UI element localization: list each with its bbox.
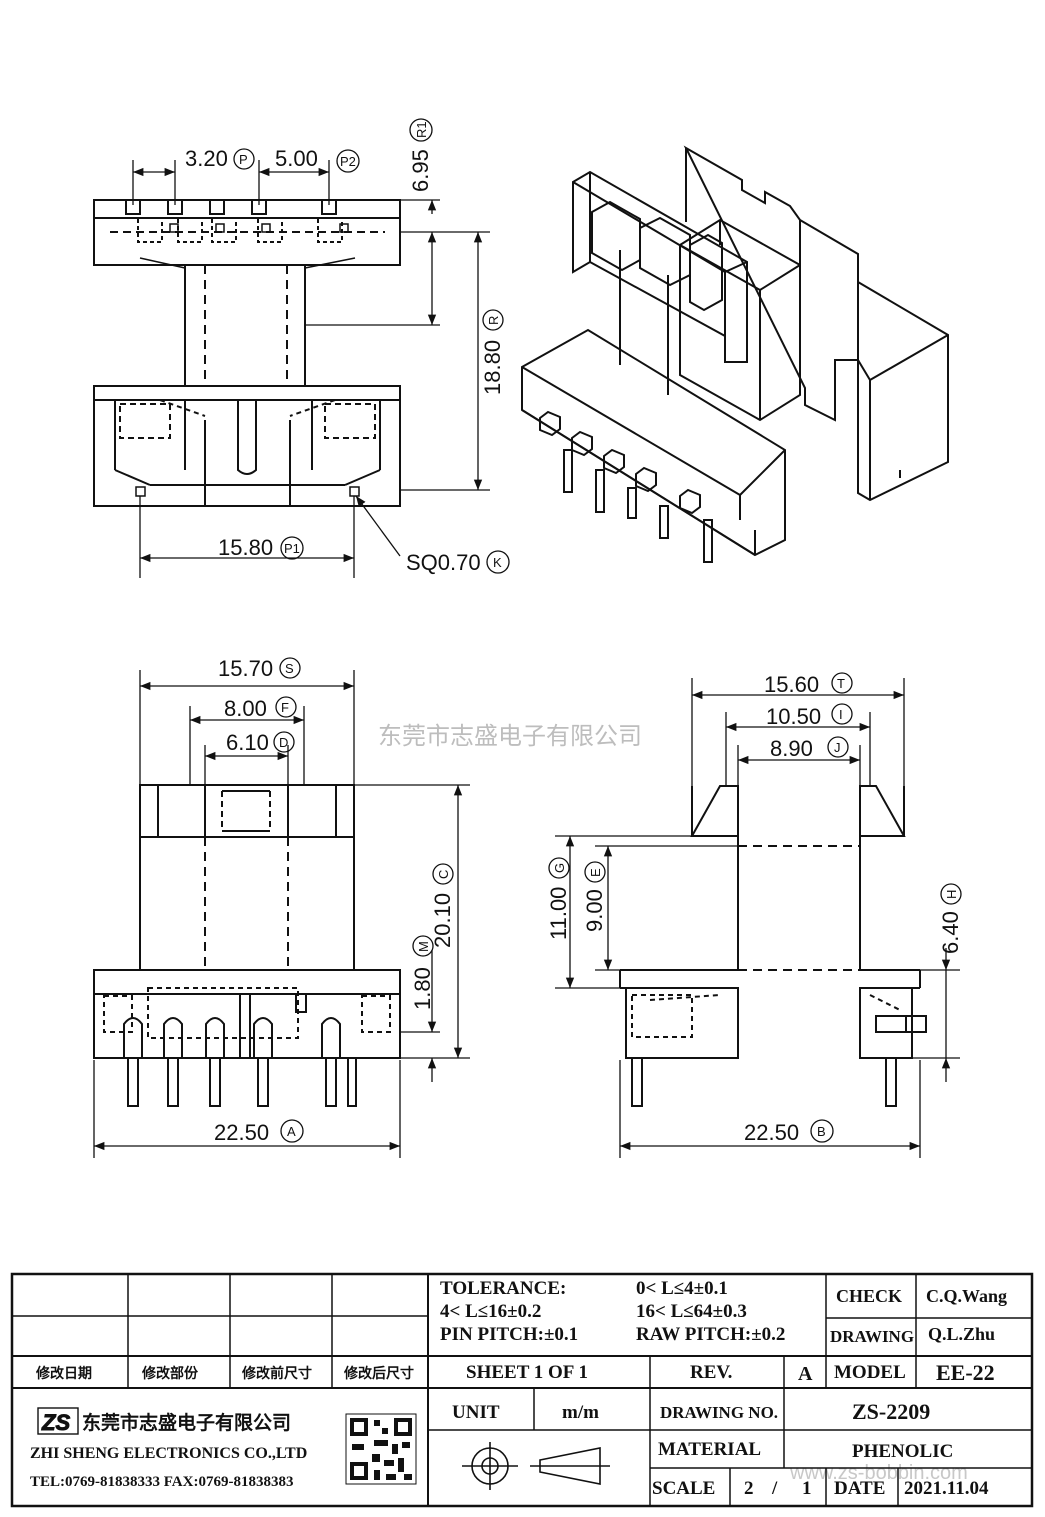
dim-e-tag: E (588, 868, 603, 877)
pin-pitch: PIN PITCH:±0.1 (440, 1324, 578, 1345)
scale-den: 1 (802, 1478, 812, 1499)
rev-header-after: 修改后尺寸 (343, 1365, 414, 1382)
dim-m-tag: M (416, 941, 431, 952)
unit-label: UNIT (452, 1402, 500, 1423)
dim-g-value: 11.00 (546, 887, 571, 940)
top-view-dimensions (132, 160, 490, 578)
model-label: MODEL (834, 1362, 906, 1383)
rev-header-before: 修改前尺寸 (241, 1365, 312, 1382)
scale-num: 2 (744, 1478, 754, 1499)
dim-a-tag: A (287, 1124, 296, 1139)
dim-k-tag: K (493, 555, 502, 570)
unit-value: m/m (562, 1402, 599, 1423)
dim-k-value: SQ0.70 (406, 550, 481, 575)
dim-d-tag: D (279, 735, 288, 750)
company-contact: TEL:0769-81838333 FAX:0769-81838383 (30, 1474, 293, 1490)
scale-sep: / (771, 1478, 778, 1499)
dim-p1-tag: P1 (284, 541, 300, 556)
dim-r-value: 18.80 (480, 340, 505, 395)
dim-h-tag: H (944, 890, 959, 899)
material-label: MATERIAL (658, 1439, 761, 1460)
dim-c-tag: C (436, 870, 451, 879)
dim-t-tag: T (837, 676, 845, 691)
projection-symbol-icon (462, 1442, 610, 1490)
dim-pitch-p2-value: 5.00 (275, 146, 318, 171)
dim-s-tag: S (285, 661, 294, 676)
top-view (93, 199, 401, 507)
dim-c-value: 20.10 (430, 893, 455, 948)
drawing-label: DRAWING (830, 1327, 914, 1346)
dim-f-tag: F (281, 700, 289, 715)
tolerance-label: TOLERANCE: (440, 1278, 566, 1299)
company-logo-icon: ZS (37, 1407, 79, 1436)
dim-pitch-p-tag: P (239, 152, 248, 167)
isometric-view (521, 145, 949, 563)
watermark-text: 东莞市志盛电子有限公司 (378, 722, 642, 750)
drawing-no-label: DRAWING NO. (660, 1403, 778, 1422)
front-view-labels: 15.70 S 8.00 F 6.10 D 20.10 C 1.80 M 22.… (214, 656, 455, 1145)
rev-label: REV. (690, 1362, 732, 1383)
dim-f-value: 8.00 (224, 696, 267, 721)
dim-e-value: 9.00 (582, 889, 607, 932)
title-block-text: TOLERANCE: 0< L≤4±0.1 4< L≤16±0.2 16< L≤… (30, 1278, 1007, 1499)
dim-j-value: 8.90 (770, 736, 813, 761)
dim-r1-tag: R1 (414, 121, 429, 138)
tolerance-line-2: 4< L≤16±0.2 (440, 1301, 541, 1322)
dim-j-tag: J (834, 740, 841, 755)
check-label: CHECK (836, 1286, 902, 1306)
qr-code-icon (345, 1413, 417, 1485)
dim-pitch-p2-tag: P2 (340, 154, 356, 169)
dim-r-tag: R (486, 316, 501, 325)
dim-r1-value: 6.95 (408, 149, 433, 192)
rev-header-part: 修改部份 (141, 1365, 199, 1382)
company-name-cn: 东莞市志盛电子有限公司 (82, 1411, 291, 1434)
dim-a-value: 22.50 (214, 1120, 269, 1145)
date-label: DATE (834, 1478, 885, 1499)
dim-g-tag: G (552, 863, 567, 873)
dim-s-value: 15.70 (218, 656, 273, 681)
scale-label: SCALE (652, 1478, 715, 1499)
sheet-count: SHEET 1 OF 1 (466, 1362, 588, 1383)
tolerance-line-1: 0< L≤4±0.1 (636, 1278, 728, 1299)
logo-text: ZS (41, 1410, 70, 1435)
iso-pins (539, 410, 713, 563)
title-block: ZS (10, 1272, 1034, 1508)
dim-b-tag: B (817, 1124, 826, 1139)
drawing-no-value: ZS-2209 (852, 1399, 930, 1424)
front-view-dimensions (93, 670, 470, 1158)
dim-p1-value: 15.80 (218, 535, 273, 560)
side-view-dimensions (555, 678, 960, 1158)
dim-t-value: 15.60 (764, 672, 819, 697)
dim-b-value: 22.50 (744, 1120, 799, 1145)
dim-i-tag: I (839, 707, 843, 722)
side-view-labels: 15.60 T 10.50 I 8.90 J 11.00 G 9.00 E 6.… (546, 672, 963, 1145)
date-value: 2021.11.04 (904, 1478, 989, 1499)
dim-pitch-p-value: 3.20 (185, 146, 228, 171)
model-value: EE-22 (936, 1360, 995, 1385)
dim-d-value: 6.10 (226, 730, 269, 755)
front-view (93, 784, 401, 1107)
dim-i-value: 10.50 (766, 704, 821, 729)
rev-header-date: 修改日期 (35, 1365, 92, 1382)
tolerance-line-3: 16< L≤64±0.3 (636, 1301, 747, 1322)
top-view-labels: 3.20 P 5.00 P2 6.95 R1 18.80 R 15.80 P1 … (185, 118, 510, 575)
dim-m-value: 1.80 (410, 967, 435, 1010)
rev-value: A (798, 1363, 813, 1385)
raw-pitch: RAW PITCH:±0.2 (636, 1324, 785, 1345)
drawing-value: Q.L.Zhu (928, 1324, 995, 1344)
company-name-en: ZHI SHENG ELECTRONICS CO.,LTD (30, 1445, 307, 1462)
check-value: C.Q.Wang (926, 1286, 1007, 1306)
material-value: PHENOLIC (852, 1441, 953, 1462)
side-view (619, 785, 927, 1107)
dim-h-value: 6.40 (938, 911, 963, 954)
